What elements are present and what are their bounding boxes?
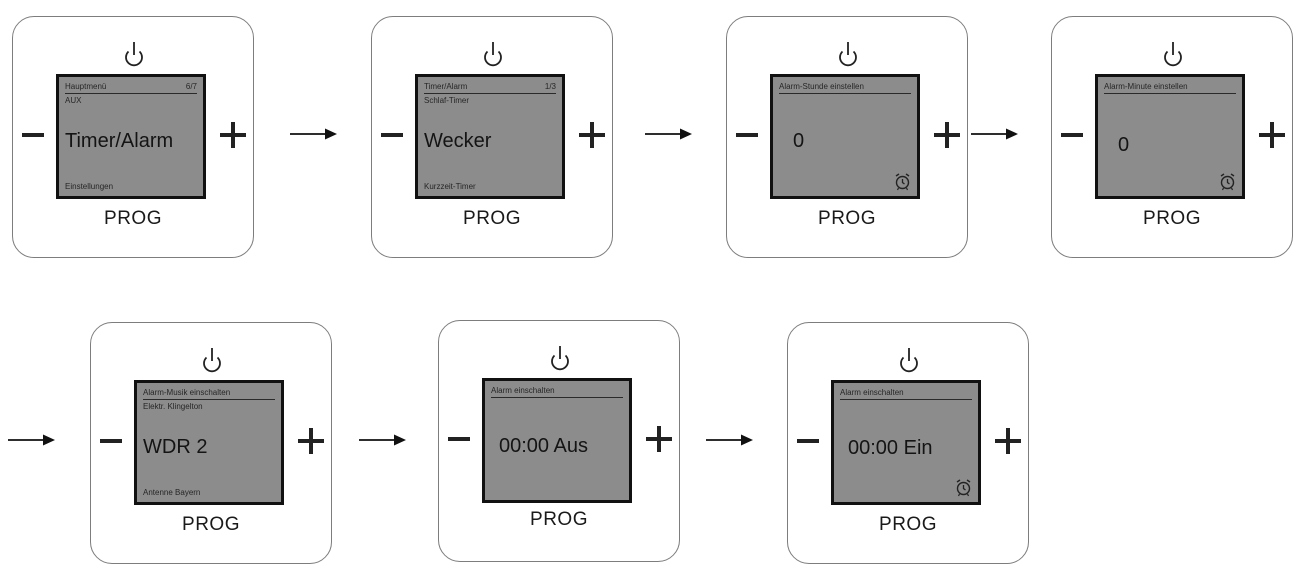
screen-header: Hauptmenü 6/7	[65, 82, 197, 94]
screen-main-value: WDR 2	[143, 436, 208, 458]
screen-header-right: 1/3	[544, 82, 556, 91]
power-icon[interactable]	[1160, 40, 1186, 68]
minus-icon[interactable]	[381, 133, 403, 137]
display-screen: Alarm-Stunde einstellen 0	[770, 74, 920, 199]
prog-button-label[interactable]: PROG	[818, 208, 876, 229]
minus-icon[interactable]	[1061, 133, 1083, 137]
prog-button-label[interactable]: PROG	[1143, 208, 1201, 229]
prog-button-label[interactable]: PROG	[182, 514, 240, 535]
device-step-7: Alarm einschalten 00:00 Ein PROG	[787, 322, 1029, 564]
device-step-6: Alarm einschalten 00:00 Aus PROG	[438, 320, 680, 562]
power-icon[interactable]	[547, 344, 573, 372]
screen-sub: AUX	[65, 96, 82, 105]
screen-header-left: Alarm-Stunde einstellen	[779, 82, 864, 91]
screen-header-left: Alarm einschalten	[840, 388, 904, 397]
device-step-2: Timer/Alarm 1/3 Schlaf-Timer Wecker Kurzz…	[371, 16, 613, 258]
minus-icon[interactable]	[100, 439, 122, 443]
display-screen: Alarm einschalten 00:00 Aus	[482, 378, 632, 503]
alarm-clock-icon	[894, 172, 911, 191]
screen-header-left: Alarm-Musik einschalten	[143, 388, 231, 397]
arrow-right-icon	[706, 433, 754, 447]
prog-button-label[interactable]: PROG	[104, 208, 162, 229]
plus-icon[interactable]	[646, 426, 672, 452]
screen-footer: Einstellungen	[65, 182, 114, 191]
power-icon[interactable]	[480, 40, 506, 68]
display-screen: Hauptmenü 6/7 AUX Timer/Alarm Einstellung…	[56, 74, 206, 199]
display-screen: Alarm-Musik einschalten Elektr. Klingelt…	[134, 380, 284, 505]
power-icon[interactable]	[199, 346, 225, 374]
screen-sub: Elektr. Klingelton	[143, 402, 203, 411]
screen-sub: Schlaf-Timer	[424, 96, 470, 105]
screen-header-right: 6/7	[185, 82, 197, 91]
display-screen: Alarm einschalten 00:00 Ein	[831, 380, 981, 505]
minus-icon[interactable]	[736, 133, 758, 137]
minus-icon[interactable]	[797, 439, 819, 443]
plus-icon[interactable]	[934, 122, 960, 148]
screen-main-value: Wecker	[424, 130, 492, 152]
device-step-4: Alarm-Minute einstellen 0 PROG	[1051, 16, 1293, 258]
device-step-1: Hauptmenü 6/7 AUX Timer/Alarm Einstellung…	[12, 16, 254, 258]
device-step-3: Alarm-Stunde einstellen 0 PROG	[726, 16, 968, 258]
screen-main-value: 00:00 Ein	[848, 437, 933, 459]
alarm-clock-icon	[1219, 172, 1236, 191]
prog-button-label[interactable]: PROG	[463, 208, 521, 229]
arrow-right-icon	[971, 127, 1019, 141]
screen-header-left: Alarm-Minute einstellen	[1104, 82, 1188, 91]
minus-icon[interactable]	[448, 437, 470, 441]
screen-header-left: Timer/Alarm	[424, 82, 468, 91]
power-icon[interactable]	[121, 40, 147, 68]
prog-button-label[interactable]: PROG	[530, 509, 588, 530]
display-screen: Timer/Alarm 1/3 Schlaf-Timer Wecker Kurzz…	[415, 74, 565, 199]
screen-header-left: Alarm einschalten	[491, 386, 555, 395]
screen-main-value: 0	[793, 130, 805, 152]
plus-icon[interactable]	[298, 428, 324, 454]
screen-header: Alarm-Minute einstellen	[1104, 82, 1236, 94]
screen-header: Timer/Alarm 1/3	[424, 82, 556, 94]
device-step-5: Alarm-Musik einschalten Elektr. Klingelt…	[90, 322, 332, 564]
screen-footer: Kurzzeit-Timer	[424, 182, 476, 191]
screen-main-value: 0	[1118, 134, 1130, 156]
prog-button-label[interactable]: PROG	[879, 514, 937, 535]
power-icon[interactable]	[896, 346, 922, 374]
screen-footer: Antenne Bayern	[143, 488, 201, 497]
arrow-right-icon	[359, 433, 407, 447]
arrow-right-icon	[8, 433, 56, 447]
plus-icon[interactable]	[995, 428, 1021, 454]
display-screen: Alarm-Minute einstellen 0	[1095, 74, 1245, 199]
minus-icon[interactable]	[22, 133, 44, 137]
screen-main-value: Timer/Alarm	[65, 130, 174, 152]
plus-icon[interactable]	[220, 122, 246, 148]
power-icon[interactable]	[835, 40, 861, 68]
screen-header: Alarm-Musik einschalten	[143, 388, 275, 400]
arrow-right-icon	[645, 127, 693, 141]
screen-header: Alarm einschalten	[491, 386, 623, 398]
plus-icon[interactable]	[579, 122, 605, 148]
screen-header: Alarm-Stunde einstellen	[779, 82, 911, 94]
screen-main-value: 00:00 Aus	[499, 435, 588, 457]
screen-header: Alarm einschalten	[840, 388, 972, 400]
screen-header-left: Hauptmenü	[65, 82, 107, 91]
arrow-right-icon	[290, 127, 338, 141]
plus-icon[interactable]	[1259, 122, 1285, 148]
alarm-clock-icon	[955, 478, 972, 497]
